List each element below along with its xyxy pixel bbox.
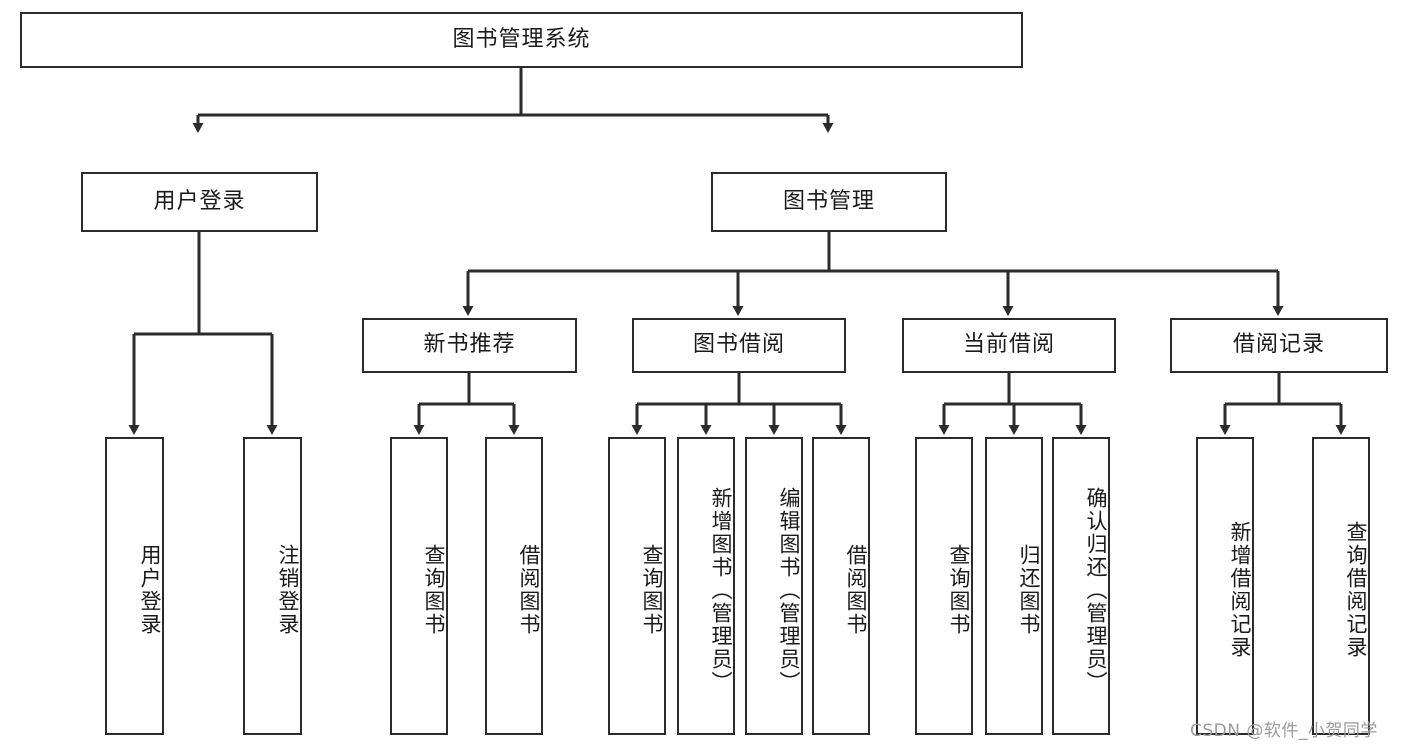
node-leaf-query-book-current[interactable]: 查询图书 [915,437,973,735]
node-leaf-borrow-book[interactable]: 借阅图书 [812,437,870,735]
csdn-watermark: CSDN @软件_小贺同学 [1190,721,1378,741]
node-leaf-logout-label: 注销登录 [276,544,300,636]
node-root[interactable]: 图书管理系统 [20,12,1023,68]
node-current-borrow[interactable]: 当前借阅 [902,318,1116,373]
node-leaf-query-book-borrow[interactable]: 查询图书 [608,437,666,735]
node-leaf-borrow-book-recommend-label: 借阅图书 [517,544,541,636]
node-leaf-query-book-recommend-label: 查询图书 [422,544,446,636]
node-leaf-borrow-book-recommend[interactable]: 借阅图书 [485,437,543,735]
node-leaf-add-book-label: 新增图书（管理员） [709,486,733,694]
node-leaf-edit-book-label: 编辑图书（管理员） [777,486,801,694]
node-user-login[interactable]: 用户登录 [81,172,318,232]
node-leaf-query-borrow-record[interactable]: 查询借阅记录 [1312,437,1370,735]
node-leaf-logout[interactable]: 注销登录 [243,437,302,735]
node-leaf-query-book-current-label: 查询图书 [947,544,971,636]
node-leaf-user-login[interactable]: 用户登录 [105,437,164,735]
node-leaf-add-borrow-record[interactable]: 新增借阅记录 [1196,437,1254,735]
node-current-borrow-label: 当前借阅 [962,332,1055,358]
node-book-borrow-label: 图书借阅 [692,332,785,358]
node-leaf-query-borrow-record-label: 查询借阅记录 [1344,521,1368,659]
node-leaf-query-book-borrow-label: 查询图书 [640,544,664,636]
node-leaf-return-book-label: 归还图书 [1017,544,1041,636]
node-new-book-recommend-label: 新书推荐 [423,332,516,358]
node-leaf-confirm-return-label: 确认归还（管理员） [1084,486,1108,694]
node-root-label: 图书管理系统 [452,26,591,52]
node-leaf-user-login-label: 用户登录 [138,544,162,636]
node-user-login-label: 用户登录 [153,188,246,214]
node-book-borrow[interactable]: 图书借阅 [632,318,846,373]
node-new-book-recommend[interactable]: 新书推荐 [362,318,577,373]
node-leaf-return-book[interactable]: 归还图书 [985,437,1043,735]
node-leaf-borrow-book-label: 借阅图书 [844,544,868,636]
node-borrow-record-label: 借阅记录 [1232,332,1325,358]
node-borrow-record[interactable]: 借阅记录 [1170,318,1388,373]
node-leaf-add-borrow-record-label: 新增借阅记录 [1228,521,1252,659]
node-book-management[interactable]: 图书管理 [711,172,947,232]
node-leaf-query-book-recommend[interactable]: 查询图书 [390,437,448,735]
node-book-management-label: 图书管理 [782,188,875,214]
node-leaf-add-book[interactable]: 新增图书（管理员） [677,437,735,735]
node-leaf-edit-book[interactable]: 编辑图书（管理员） [745,437,803,735]
node-leaf-confirm-return[interactable]: 确认归还（管理员） [1052,437,1110,735]
